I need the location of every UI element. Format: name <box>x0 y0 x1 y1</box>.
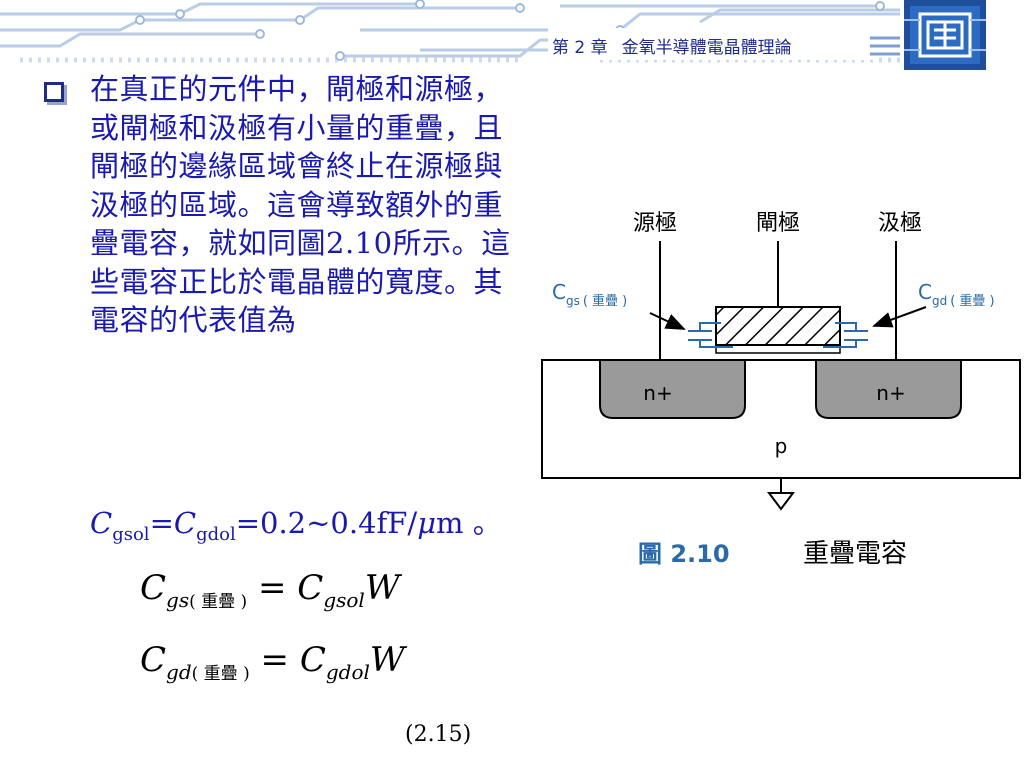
capacitance-value-formula: Cgsol=Cgdol=0.2~0.4fF/μm 。 <box>90 500 502 545</box>
overlap-capacitance-figure: 源極 閘極 汲極 Cgs( 重疊 ) Cgd( 重疊 ) n+ n+ p <box>541 211 1021 569</box>
drain-label: 汲極 <box>878 211 922 236</box>
eq1-rhs-c: C <box>297 568 324 608</box>
cgd-sub: gd <box>932 294 947 308</box>
formula-sub1: gsol <box>112 523 150 545</box>
bullet-checkbox-icon <box>44 82 64 102</box>
n-plus-right-label: n+ <box>876 381 905 405</box>
eq1-lhs-c: C <box>140 568 167 608</box>
eq1-rhs-sub: gsol <box>323 587 365 612</box>
formula-c2: C <box>173 506 197 540</box>
equation-cgs: Cgs( 重疊 ) = CgsolW <box>140 568 400 612</box>
cgs-c: C <box>552 280 566 304</box>
cgd-arrow-icon <box>872 306 927 328</box>
n-plus-drain-region <box>815 359 962 419</box>
eq1-lhs-sub: gs <box>166 587 190 612</box>
cgs-sub: gs <box>566 294 580 308</box>
source-label: 源極 <box>633 211 677 236</box>
cgd-capacitor-icon <box>823 322 868 348</box>
gate-oxide <box>715 344 841 354</box>
eq2-lhs-c: C <box>140 640 167 680</box>
eq1-lhs-note: ( 重疊 ) <box>189 591 248 612</box>
formula-unit: m 。 <box>436 506 502 540</box>
cgs-note: ( 重疊 ) <box>583 293 627 309</box>
eq1-rhs-w: W <box>364 568 400 608</box>
gate-label: 閘極 <box>756 211 800 236</box>
formula-sub2: gdol <box>196 523 236 545</box>
n-plus-left-label: n+ <box>643 381 672 405</box>
n-plus-source-region <box>599 359 746 419</box>
p-substrate-label: p <box>775 434 788 458</box>
polysilicon-gate <box>715 306 841 346</box>
eq2-lhs-note: ( 重疊 ) <box>191 663 250 684</box>
figure-caption-number: 圖 2.10 <box>638 540 730 568</box>
chapter-label: 第 2 章 <box>552 38 608 58</box>
formula-c1: C <box>90 506 113 540</box>
eq2-lhs-sub: gd <box>166 659 192 684</box>
equation-cgd: Cgd( 重疊 ) = CgdolW <box>140 640 405 684</box>
cgs-label: Cgs( 重疊 ) <box>552 280 627 309</box>
eq2-rhs-sub: gdol <box>325 659 370 684</box>
cgd-label: Cgd( 重疊 ) <box>918 280 995 309</box>
figure-caption-text: 重疊電容 <box>803 539 907 569</box>
formula-value: =0.2~0.4fF/ <box>235 506 418 540</box>
eq2-op: = <box>260 640 290 680</box>
cgs-arrow-icon <box>649 312 686 330</box>
ground-icon <box>767 478 795 511</box>
formula-mu: μ <box>417 506 437 540</box>
eq1-op: = <box>257 568 287 608</box>
chapter-title: 第 2 章金氧半導體電晶體理論 <box>552 33 792 58</box>
cgd-note: ( 重疊 ) <box>950 293 994 309</box>
formula-eq1: = <box>149 506 174 540</box>
eq2-rhs-w: W <box>369 640 405 680</box>
body-paragraph: 在真正的元件中，閘極和源極，或閘極和汲極有小量的重疊，且閘極的邊緣區域會終止在源… <box>90 72 511 337</box>
cgd-c: C <box>918 280 932 304</box>
equation-number: (2.15) <box>405 722 472 747</box>
chapter-logo <box>904 0 986 70</box>
chapter-name: 金氧半導體電晶體理論 <box>621 38 792 58</box>
header-circuit-decoration <box>0 0 1024 70</box>
cgs-capacitor-icon <box>688 322 733 348</box>
eq2-rhs-c: C <box>299 640 326 680</box>
